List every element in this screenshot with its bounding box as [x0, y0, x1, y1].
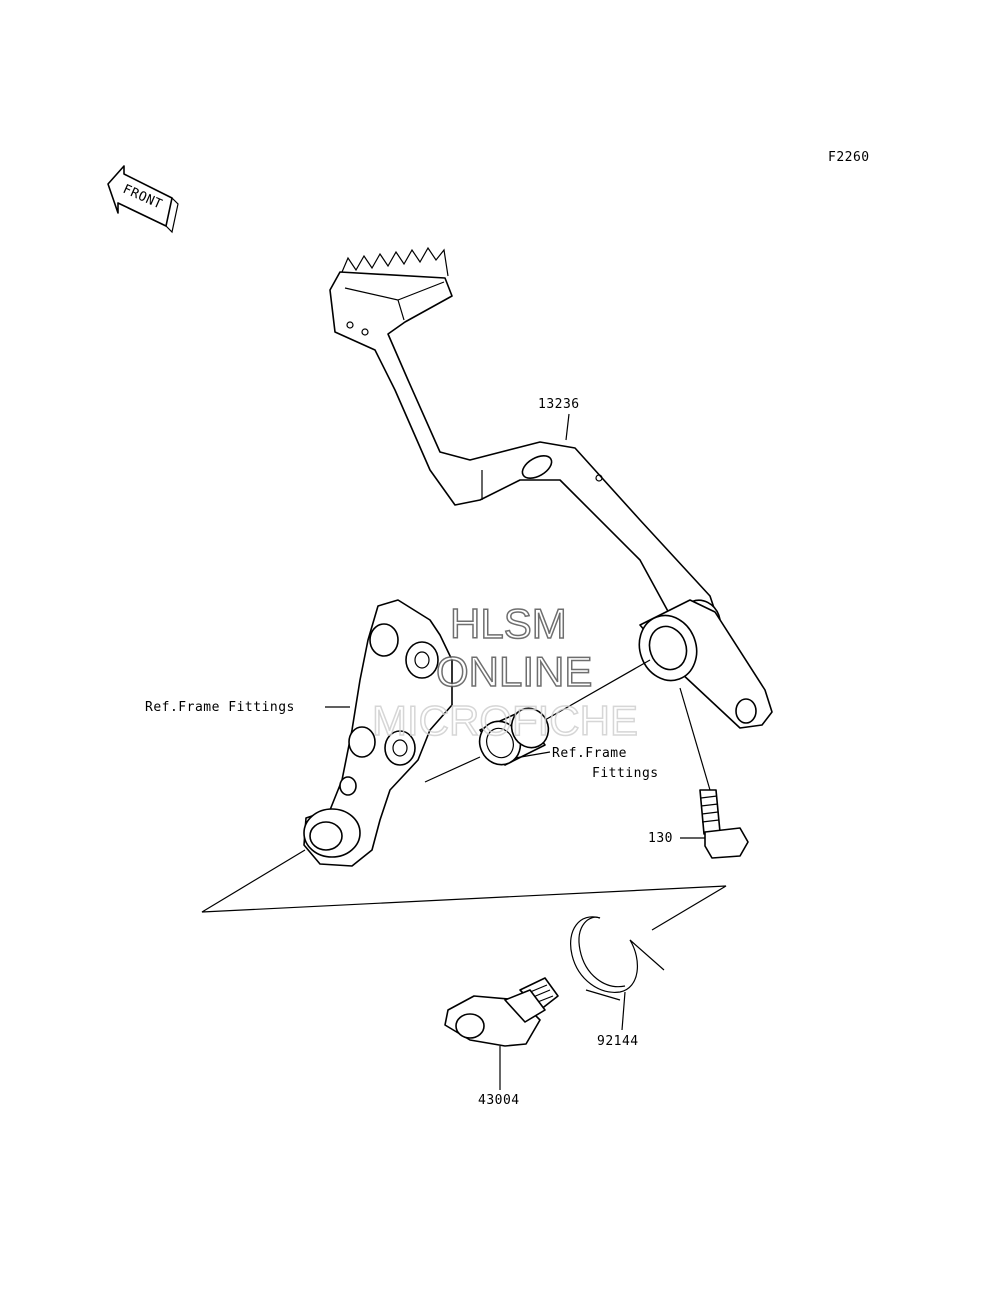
brake-pedal — [329, 246, 773, 729]
watermark: HLSM ONLINE MICROFICHE — [371, 599, 639, 745]
pivot-sleeve — [478, 707, 550, 766]
label-frame-left: Ref.Frame Fittings — [145, 700, 295, 715]
leader-92144 — [621, 991, 626, 1031]
watermark-line2: ONLINE — [436, 648, 592, 695]
leader-frame-right — [514, 751, 551, 759]
frame-bracket — [303, 599, 453, 867]
watermark-line3: MICROFICHE — [372, 697, 638, 744]
label-130: 130 — [648, 831, 673, 846]
diagram-code: F2260 — [828, 150, 870, 165]
brake-lever — [444, 977, 559, 1047]
label-43004: 43004 — [478, 1093, 520, 1108]
leader-13236 — [565, 413, 570, 441]
bolt-axis-line — [679, 687, 711, 791]
bolt — [699, 789, 749, 859]
label-frame-right-2: Fittings — [592, 766, 659, 781]
label-frame-right-1: Ref.Frame — [552, 746, 627, 761]
label-13236: 13236 — [538, 397, 580, 412]
assembly-lines — [201, 849, 727, 931]
label-92144: 92144 — [597, 1034, 639, 1049]
sleeve-axis-line — [424, 659, 651, 783]
return-spring — [570, 916, 665, 1001]
front-arrow-icon: FRONT — [107, 165, 179, 234]
watermark-line1: HLSM — [450, 600, 567, 647]
